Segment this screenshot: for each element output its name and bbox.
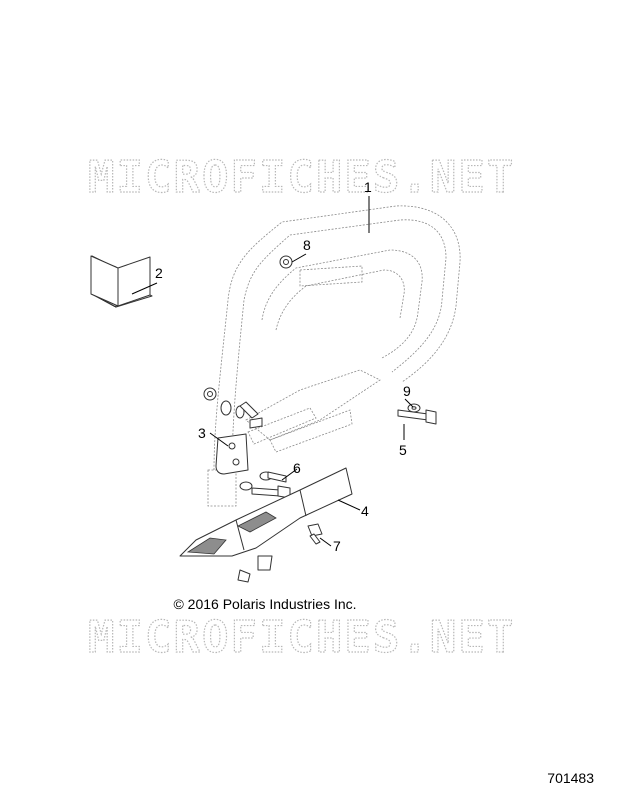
callout-5: 5 [399,442,407,458]
part-8-nut [279,255,293,269]
callout-3: 3 [198,425,206,441]
leader-lines [131,196,414,547]
part-3-bracket [215,433,249,475]
bracket-fasteners [203,387,263,429]
callout-7: 7 [333,538,341,554]
watermark-bottom: MICROFICHES.NET [88,612,515,663]
copyright-notice: © 2016 Polaris Industries Inc. [173,596,357,612]
part-5-bolt [397,409,437,425]
figure-number: 701483 [547,770,594,786]
part-9-washer [407,403,421,413]
watermark-top: MICROFICHES.NET [88,152,515,203]
part-7-screw [307,523,323,545]
callout-1: 1 [364,179,372,195]
callout-4: 4 [361,503,369,519]
part-6-fasteners [239,471,291,499]
part-4-guard [179,467,353,583]
callout-2: 2 [155,265,163,281]
callout-8: 8 [303,237,311,253]
callout-6: 6 [293,460,301,476]
part-2-box-solid [90,255,151,307]
callout-9: 9 [403,383,411,399]
